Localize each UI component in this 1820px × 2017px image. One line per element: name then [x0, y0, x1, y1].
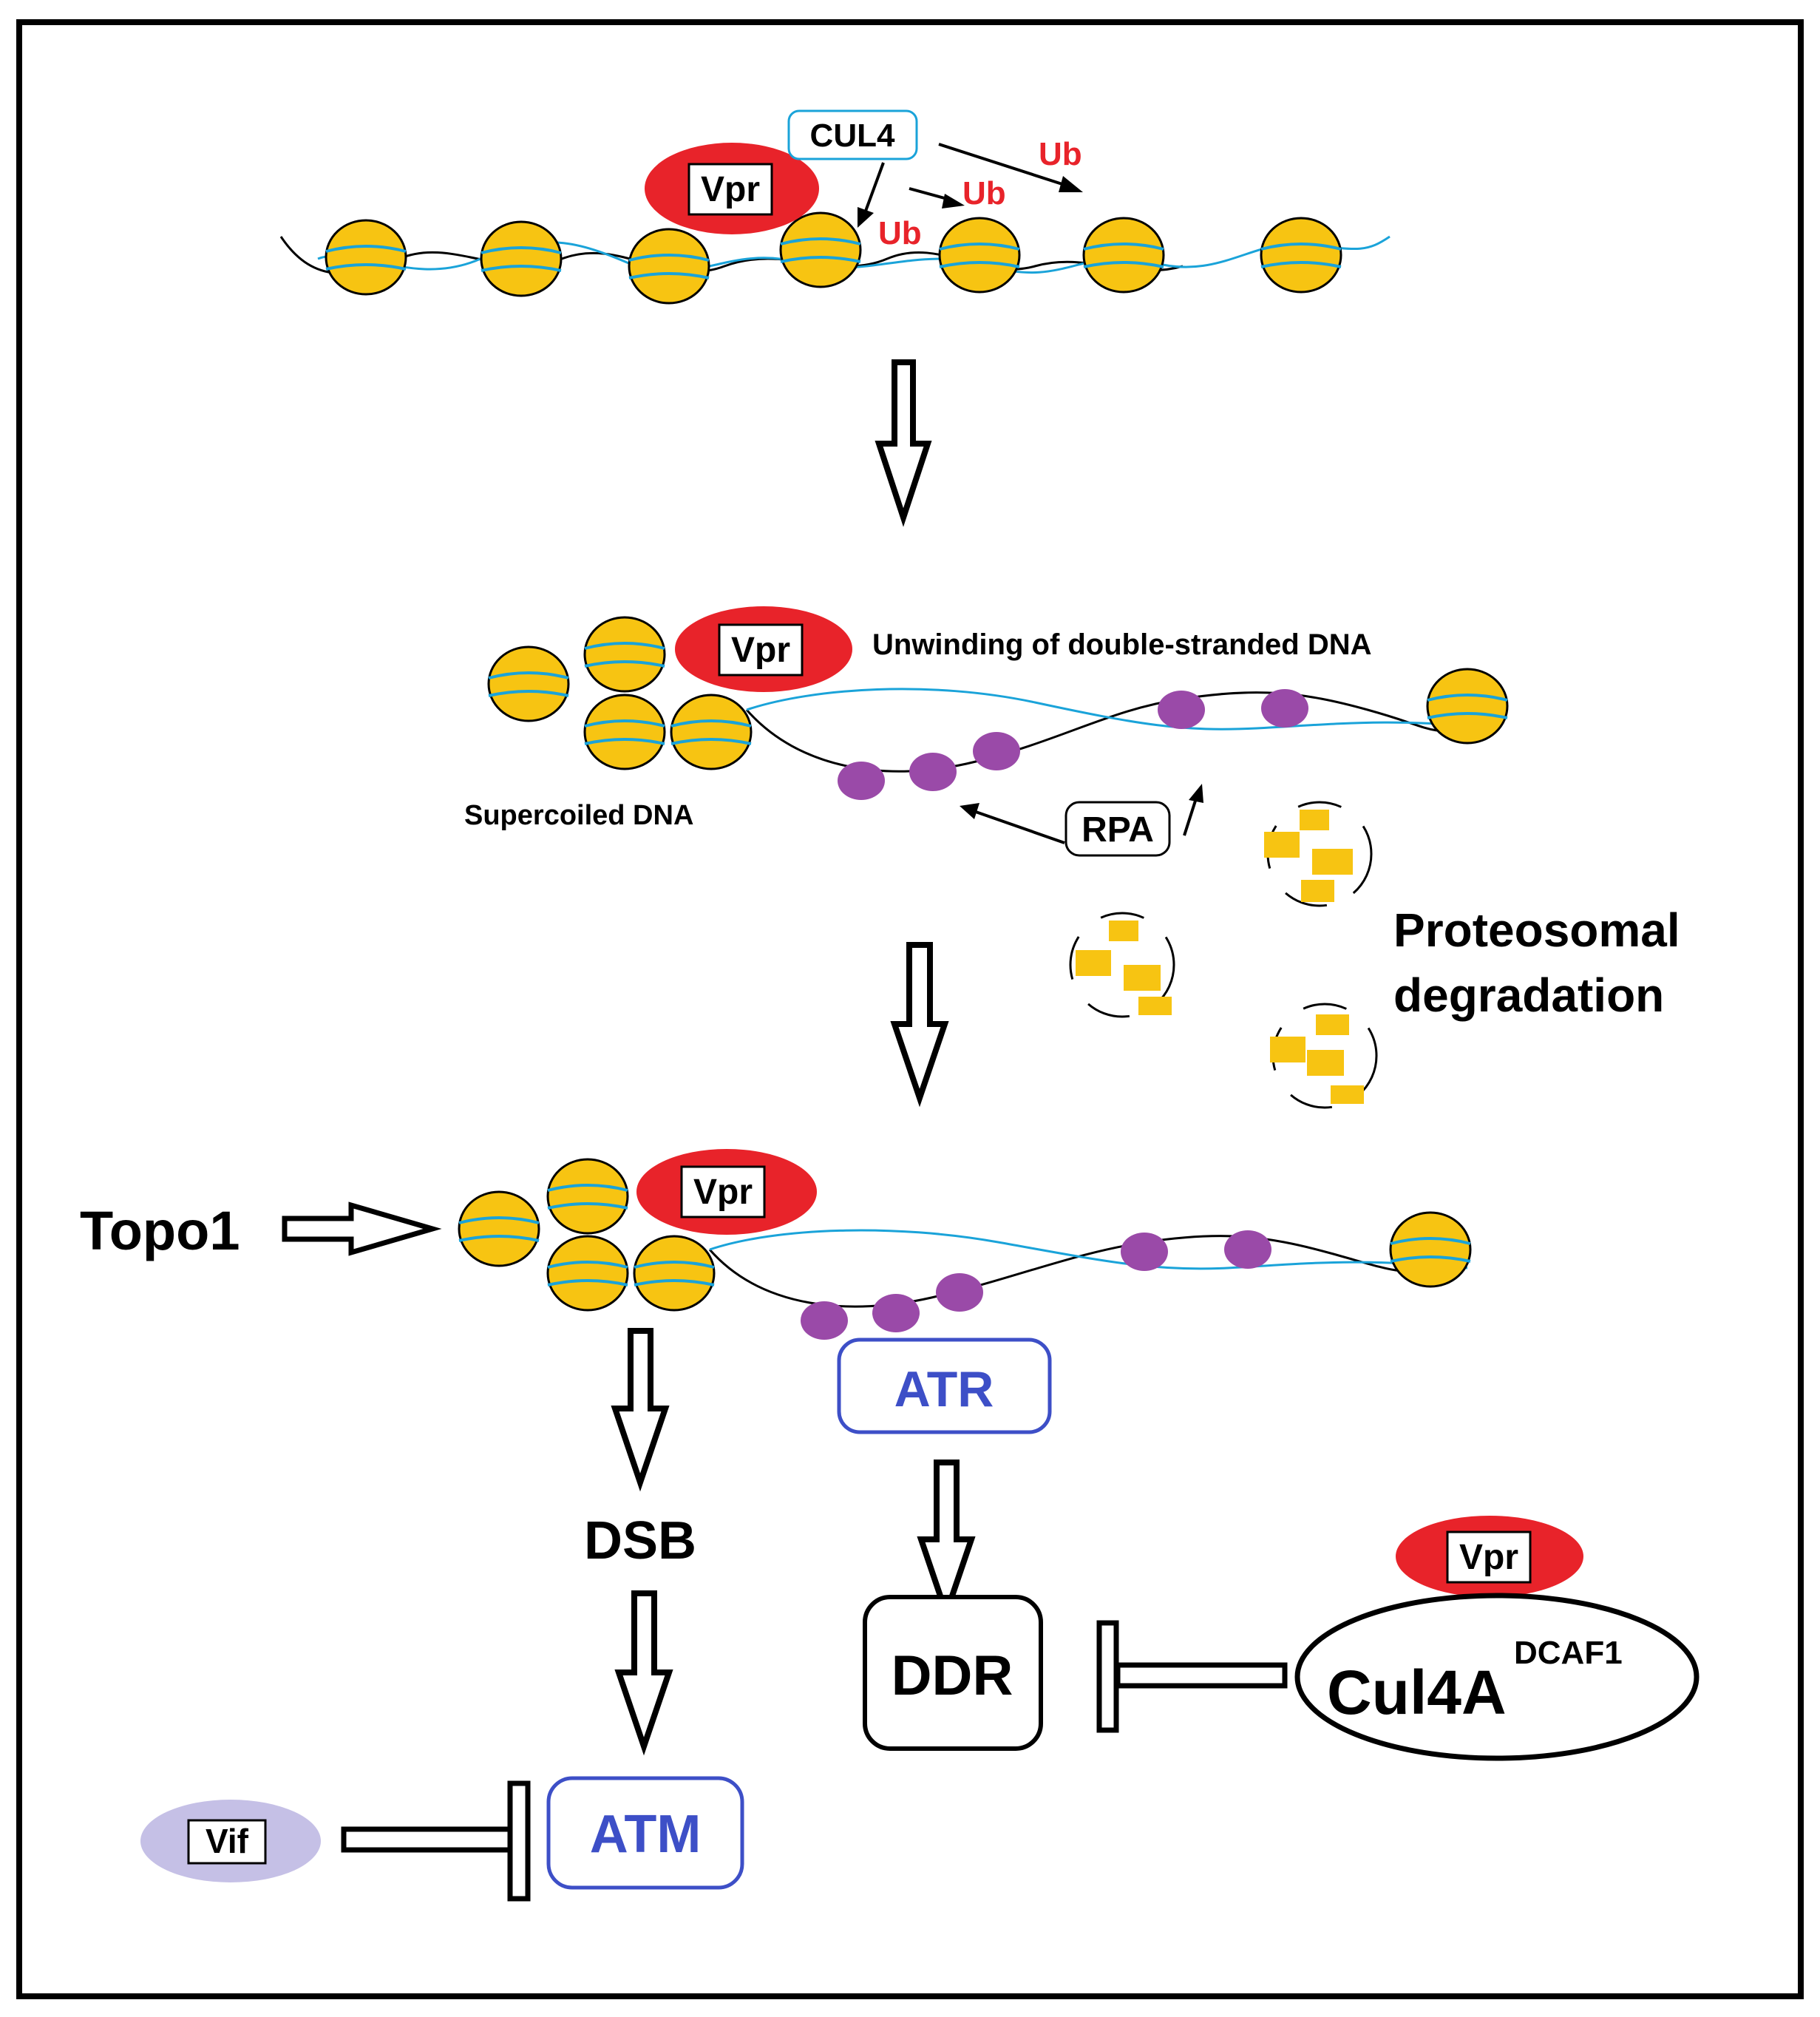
cul4-box: [787, 109, 918, 160]
cul4-arrows: [858, 143, 1083, 228]
atr-box: [837, 1338, 1052, 1434]
rpa-dots: [838, 689, 1308, 800]
dna-strand-black: [708, 1235, 1435, 1308]
rpa-box: [1065, 801, 1171, 857]
figure-frame: [16, 19, 1804, 1999]
nucleosome: [583, 616, 666, 693]
rpa-label: RPA: [1082, 810, 1154, 850]
vpr-label: Vpr: [701, 170, 760, 209]
ub-label: Ub: [1039, 136, 1082, 172]
nucleosome: [480, 220, 563, 297]
atm-box: [546, 1776, 744, 1890]
nucleosome: [325, 219, 407, 296]
down-arrow: [917, 1460, 976, 1623]
nucleosome: [1389, 1211, 1472, 1288]
vpr-label-box: [680, 1165, 766, 1218]
panel-1-ubiquitination: Vpr CUL4 Ub Ub Ub: [279, 109, 1391, 305]
dsb-label: DSB: [584, 1511, 696, 1570]
ub-label: Ub: [878, 215, 922, 251]
nucleosome: [633, 1235, 716, 1312]
atm-label: ATM: [590, 1805, 702, 1864]
inhibition-bar: [1096, 1620, 1288, 1733]
nucleosome: [546, 1235, 629, 1312]
vpr-label: Vpr: [693, 1173, 753, 1212]
degraded-nucleosome: [1264, 801, 1373, 907]
nucleosome: [628, 228, 710, 305]
dna-strand-black: [745, 691, 1472, 773]
topo1-label: Topo1: [80, 1200, 240, 1261]
inhibition-bar: [341, 1780, 531, 1902]
rpa-arrows: [960, 784, 1203, 844]
vif-label: Vif: [206, 1822, 249, 1860]
cul4-label: CUL4: [810, 118, 895, 154]
nucleosome: [546, 1158, 629, 1235]
panel-3-signalling: Topo1 Vpr ATR DSB DDR Vpr: [80, 1149, 1700, 1902]
degraded-nucleosome: [1270, 1003, 1378, 1109]
nucleosome: [458, 1190, 540, 1267]
down-arrow: [614, 1590, 673, 1756]
nucleosome: [1082, 217, 1165, 294]
rpa-dots: [801, 1230, 1271, 1340]
down-arrow: [611, 1328, 670, 1492]
nucleosome: [1426, 668, 1509, 745]
panel-2-unwinding: Vpr Unwinding of double-stranded DNA Sup…: [464, 606, 1680, 1109]
supercoiled-label: Supercoiled DNA: [464, 800, 693, 831]
down-arrow: [890, 942, 949, 1108]
dcaf1-label: DCAF1: [1514, 1635, 1623, 1671]
nucleosome: [1260, 217, 1342, 294]
dna-strand-blue: [746, 688, 1494, 730]
nucleosome: [779, 211, 862, 288]
vpr-label: Vpr: [731, 631, 790, 670]
atr-label: ATR: [894, 1361, 994, 1417]
nucleosome: [938, 217, 1021, 294]
ddr-box: [863, 1595, 1043, 1751]
down-arrow: [875, 359, 932, 527]
unwinding-label: Unwinding of double-stranded DNA: [872, 628, 1372, 661]
vpr-label-box: [1446, 1530, 1532, 1584]
proteosomal-label: Proteosomal: [1393, 904, 1680, 957]
vpr-label-box: [718, 623, 804, 677]
ddr-label: DDR: [892, 1644, 1013, 1707]
ub-label: Ub: [962, 175, 1006, 211]
degradation-label: degradation: [1393, 969, 1664, 1022]
degraded-nucleosome: [1069, 912, 1175, 1018]
nucleosome: [583, 694, 666, 770]
cul4a-label: Cul4A: [1327, 1658, 1507, 1727]
nucleosome: [487, 645, 570, 722]
vpr-label-box: [687, 163, 773, 216]
topo1-arrow: [282, 1201, 442, 1256]
dna-strand-blue: [709, 1229, 1468, 1270]
vif-label-box: [187, 1819, 267, 1865]
nucleosome: [670, 694, 753, 770]
cul4a-dcaf1-ellipse: [1294, 1593, 1700, 1761]
vpr-label: Vpr: [1459, 1538, 1518, 1577]
